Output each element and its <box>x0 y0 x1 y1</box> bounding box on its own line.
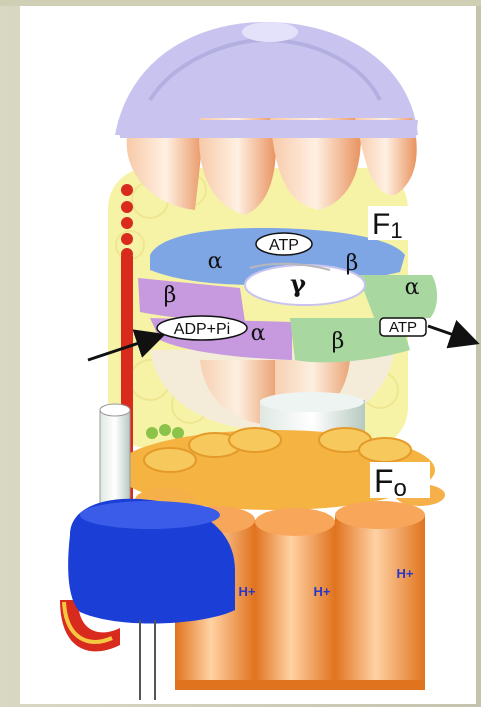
alpha-label-1: α <box>208 249 223 274</box>
b-subunit-stem <box>100 404 130 510</box>
alpha-label-2: α <box>405 275 420 300</box>
atp-right-label: ATP <box>389 319 417 336</box>
central-stalk-top <box>260 392 364 412</box>
h-plus-label-2: H+ <box>314 584 331 599</box>
beta-label-3: β <box>332 329 345 354</box>
h-plus-label-1: H+ <box>239 584 256 599</box>
h-plus-label-3: H+ <box>397 566 414 581</box>
alpha-label-3: α <box>251 321 266 346</box>
beta-label-2: β <box>164 283 177 308</box>
gamma-label: γ <box>290 269 306 298</box>
atp-top-label: ATP <box>269 237 299 254</box>
top-shadow <box>0 0 481 6</box>
adp-pi-label: ADP+Pi <box>174 321 230 338</box>
beta-label-1: β <box>346 251 359 276</box>
